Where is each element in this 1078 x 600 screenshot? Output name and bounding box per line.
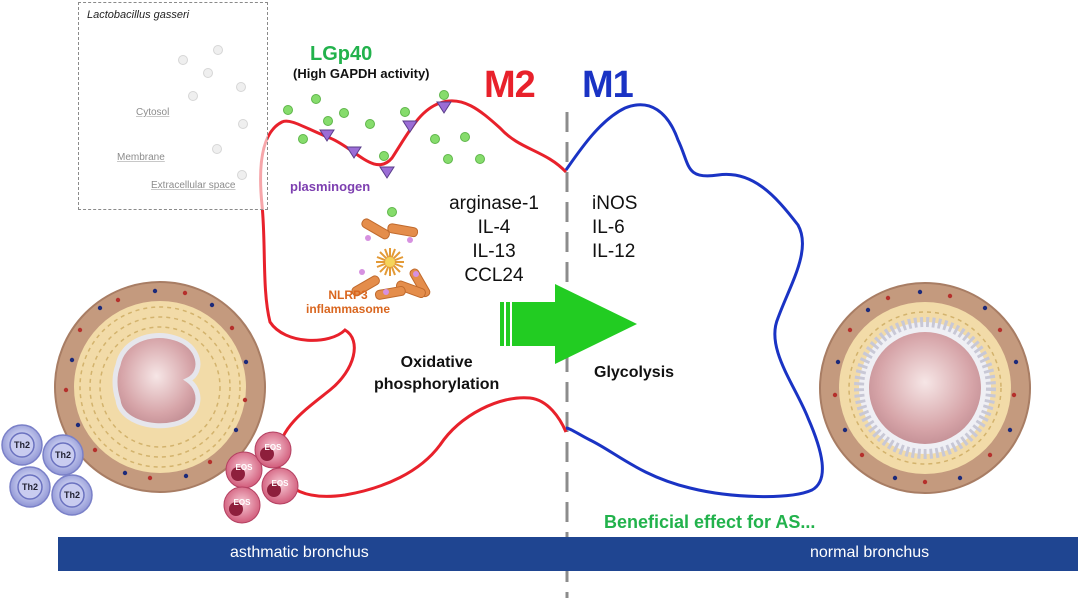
th2-label: Th2 bbox=[55, 450, 71, 460]
th2-cell: Th2 bbox=[51, 474, 93, 516]
asthmatic-bronchus bbox=[54, 281, 266, 493]
legend-membrane: Membrane bbox=[117, 152, 165, 163]
normal-bronchus-label: normal bronchus bbox=[810, 544, 930, 561]
th2-label: Th2 bbox=[22, 482, 38, 492]
eosinophil: EOS bbox=[261, 467, 299, 505]
normal-bronchus bbox=[819, 282, 1031, 494]
th2-cell: Th2 bbox=[9, 466, 51, 508]
lactobacillus-legend: Lactobacillus gasseri Cytosol Membrane E… bbox=[78, 2, 268, 210]
lgp40-dots bbox=[283, 90, 485, 217]
nlrp3-line: NLRP3 bbox=[328, 288, 368, 302]
nlrp3-line: inflammasome bbox=[306, 302, 391, 316]
legend-extracellular: Extracellular space bbox=[151, 180, 236, 191]
plasminogen-triangles bbox=[319, 101, 452, 179]
nlrp3-inflammasome bbox=[351, 218, 431, 300]
oxphos-line: phosphorylation bbox=[374, 376, 500, 393]
th2-label: Th2 bbox=[14, 440, 30, 450]
eosinophils: EOS EOS EOS EOS bbox=[223, 431, 299, 524]
m2-marker: IL-13 bbox=[472, 241, 516, 262]
m2-marker: IL-4 bbox=[477, 217, 511, 238]
m1-marker: IL-12 bbox=[592, 241, 636, 262]
m2-macrophage-outline bbox=[259, 99, 568, 498]
bottom-bar bbox=[58, 537, 1078, 571]
eos-label: EOS bbox=[272, 479, 290, 488]
th2-cell: Th2 bbox=[42, 434, 84, 476]
m1-marker: IL-6 bbox=[592, 217, 625, 238]
polarization-arrow bbox=[500, 284, 637, 364]
lgp40-label: LGp40 bbox=[310, 43, 373, 65]
eosinophil: EOS bbox=[225, 451, 263, 489]
legend-title: Lactobacillus gasseri bbox=[87, 9, 190, 21]
eos-label: EOS bbox=[265, 443, 283, 452]
eosinophil: EOS bbox=[254, 431, 292, 469]
th2-cells: Th2 Th2 Th2 Th2 bbox=[1, 424, 93, 516]
m1-marker: iNOS bbox=[592, 193, 638, 214]
m2-marker-list: arginase-1 IL-4 IL-13 CCL24 bbox=[440, 192, 548, 288]
gapdh-activity-label: (High GAPDH activity) bbox=[293, 66, 430, 81]
m1-macrophage-outline bbox=[564, 103, 824, 499]
th2-label: Th2 bbox=[64, 490, 80, 500]
m1-marker-list: iNOS IL-6 IL-12 bbox=[592, 192, 662, 264]
m2-marker: CCL24 bbox=[464, 265, 524, 286]
benefit-label: Beneficial effect for AS... bbox=[604, 512, 816, 532]
oxphos-label: Oxidative phosphorylation bbox=[374, 352, 499, 396]
oxphos-line: Oxidative bbox=[400, 354, 473, 371]
plasminogen-label: plasminogen bbox=[290, 179, 371, 194]
asthmatic-bronchus-label: asthmatic bronchus bbox=[230, 544, 369, 561]
m2-marker: arginase-1 bbox=[449, 193, 539, 214]
eos-label: EOS bbox=[234, 498, 252, 507]
th2-cell: Th2 bbox=[1, 424, 43, 466]
m1-label: M1 bbox=[582, 64, 634, 106]
glycolysis-label: Glycolysis bbox=[594, 364, 675, 381]
eos-label: EOS bbox=[236, 463, 254, 472]
m2-label: M2 bbox=[484, 64, 536, 106]
eosinophil: EOS bbox=[223, 486, 261, 524]
legend-cytosol: Cytosol bbox=[136, 107, 170, 118]
nlrp3-label: NLRP3 inflammasome bbox=[306, 288, 390, 316]
